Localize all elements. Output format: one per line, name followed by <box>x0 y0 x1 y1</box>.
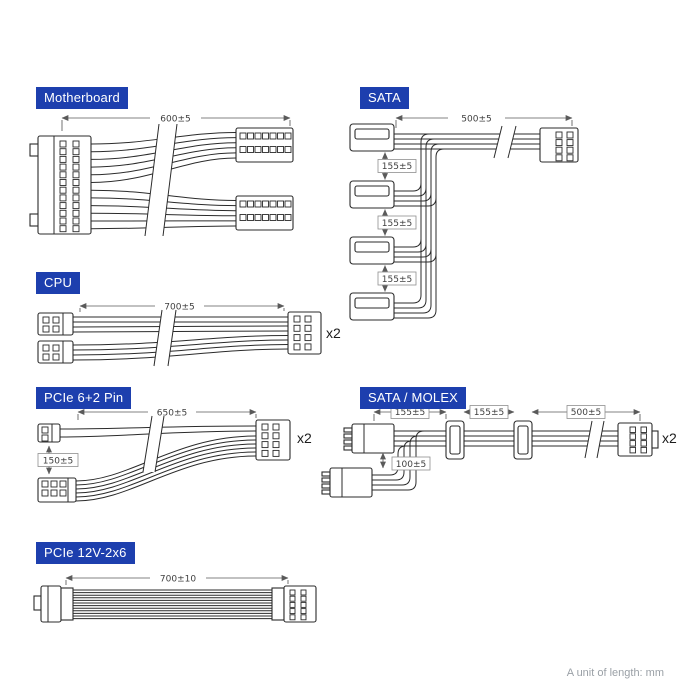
sata-molex-psu-connector <box>617 422 659 457</box>
pcie62-quantity: x2 <box>297 430 312 446</box>
pcie12v-psu-connector <box>283 585 317 623</box>
motherboard-cable-drawing: 600±5 <box>29 115 294 237</box>
cpu-4pin-connector-top <box>37 312 74 336</box>
dimension-label: 500±5 <box>571 408 601 418</box>
cpu-quantity: x2 <box>326 325 341 341</box>
motherboard-24pin-connector <box>29 135 92 235</box>
pcie62-6pin-connector <box>37 477 77 503</box>
pcie62-branch-dimension: 150±5 <box>37 445 79 475</box>
sata-pitch-dimension-1: 155±5 <box>377 152 417 180</box>
sata-molex-cable-drawing: 155±5 155±5 500±5 100±5 <box>321 405 659 498</box>
pcie12v-crimp-block <box>271 587 285 621</box>
dimension-label: 155±5 <box>382 219 412 229</box>
cable-break-mark <box>153 309 177 367</box>
dimension-label: 155±5 <box>474 408 504 418</box>
dimension-label: 100±5 <box>396 460 426 470</box>
pcie12v-length-dimension: 700±10 <box>65 575 289 585</box>
pcie62-length-dimension: 650±5 <box>77 409 257 420</box>
pcie12v-ribbon <box>73 589 272 620</box>
motherboard-split-connector-bottom <box>235 195 294 231</box>
pcie12v-cable-drawing: 700±10 <box>33 575 317 623</box>
sata-molex-branch-dimension: 100±5 <box>380 452 431 471</box>
molex-connector-bottom <box>321 467 373 498</box>
section-label-cpu: CPU <box>36 272 81 294</box>
cable-break-mark <box>142 415 165 473</box>
sata-length-dimension: 500±5 <box>395 115 573 128</box>
pin-grid <box>239 200 292 221</box>
unit-note: A unit of length: mm <box>566 667 664 679</box>
cpu-length-dimension: 700±5 <box>79 303 285 313</box>
section-label-motherboard: Motherboard <box>36 87 128 109</box>
cable-break-mark <box>144 123 178 237</box>
sata-connector-1 <box>349 123 395 152</box>
dimension-label: 155±5 <box>395 408 425 418</box>
section-label-pcie-6-2: PCIe 6+2 Pin <box>36 387 132 409</box>
sata-molex-seg3-dimension: 500±5 <box>531 405 641 421</box>
pin-grid <box>629 426 647 454</box>
sata-molex-wire-bundle <box>372 430 618 491</box>
dimension-label: 500±5 <box>461 115 491 125</box>
dimension-label: 700±5 <box>164 303 194 313</box>
inline-sata-connector-1 <box>445 420 465 460</box>
sata-molex-horizontal-run <box>394 430 618 447</box>
pin-grid <box>289 589 307 621</box>
dimension-label: 150±5 <box>43 456 73 466</box>
pin-grid <box>261 423 280 457</box>
cpu-wire-bundle <box>72 316 289 361</box>
section-label-sata-molex: SATA / MOLEX <box>360 387 467 409</box>
pcie62-2pin-connector <box>37 423 61 443</box>
sata-molex-quantity: x2 <box>662 430 677 446</box>
section-label-pcie-12v-2x6: PCIe 12V-2x6 <box>36 542 135 564</box>
pcie62-wire-bundle <box>59 425 257 502</box>
pcie62-cable-drawing: 650±5 150±5 <box>37 409 291 503</box>
molex-connector-top <box>343 423 395 454</box>
section-label-sata: SATA <box>360 87 409 109</box>
pin-grid <box>42 316 60 333</box>
dimension-label: 155±5 <box>382 162 412 172</box>
sata-cable-drawing: 500±5 155±5 155±5 155±5 <box>349 115 579 321</box>
pin-grid <box>41 480 67 497</box>
cpu-cable-drawing: 700±5 <box>37 303 322 367</box>
pin-grid <box>59 140 80 233</box>
sata-pitch-dimension-2: 155±5 <box>377 209 417 236</box>
dimension-label: 700±10 <box>160 575 196 585</box>
sata-connector-2 <box>349 180 395 209</box>
motherboard-length-dimension: 600±5 <box>61 115 291 131</box>
sata-wire-bundle <box>394 133 540 319</box>
pin-grid <box>239 132 292 153</box>
dimension-label: 155±5 <box>382 275 412 285</box>
pin-grid <box>293 315 312 351</box>
sata-pitch-dimension-3: 155±5 <box>377 265 417 292</box>
cable-break-mark <box>584 420 605 459</box>
sata-connector-3 <box>349 236 395 265</box>
cpu-4pin-connector-bottom <box>37 340 74 364</box>
cable-break-mark <box>493 125 517 159</box>
sata-molex-seg2-dimension: 155±5 <box>463 405 515 419</box>
pin-grid <box>42 344 60 361</box>
ribbon-lines <box>73 589 272 620</box>
dimension-label: 650±5 <box>157 409 187 419</box>
dimension-label: 600±5 <box>160 115 190 125</box>
pcie62-8pin-connector <box>255 419 291 461</box>
motherboard-split-connector-top <box>235 127 294 163</box>
pin-grid <box>41 426 49 442</box>
sata-psu-connector <box>539 127 579 163</box>
sata-horizontal-run <box>394 133 540 150</box>
inline-sata-connector-2 <box>513 420 533 460</box>
pin-grid <box>555 131 574 162</box>
pcie12v-plug-connector <box>33 585 74 623</box>
cpu-8pin-connector <box>287 311 322 355</box>
sata-connector-4 <box>349 292 395 321</box>
